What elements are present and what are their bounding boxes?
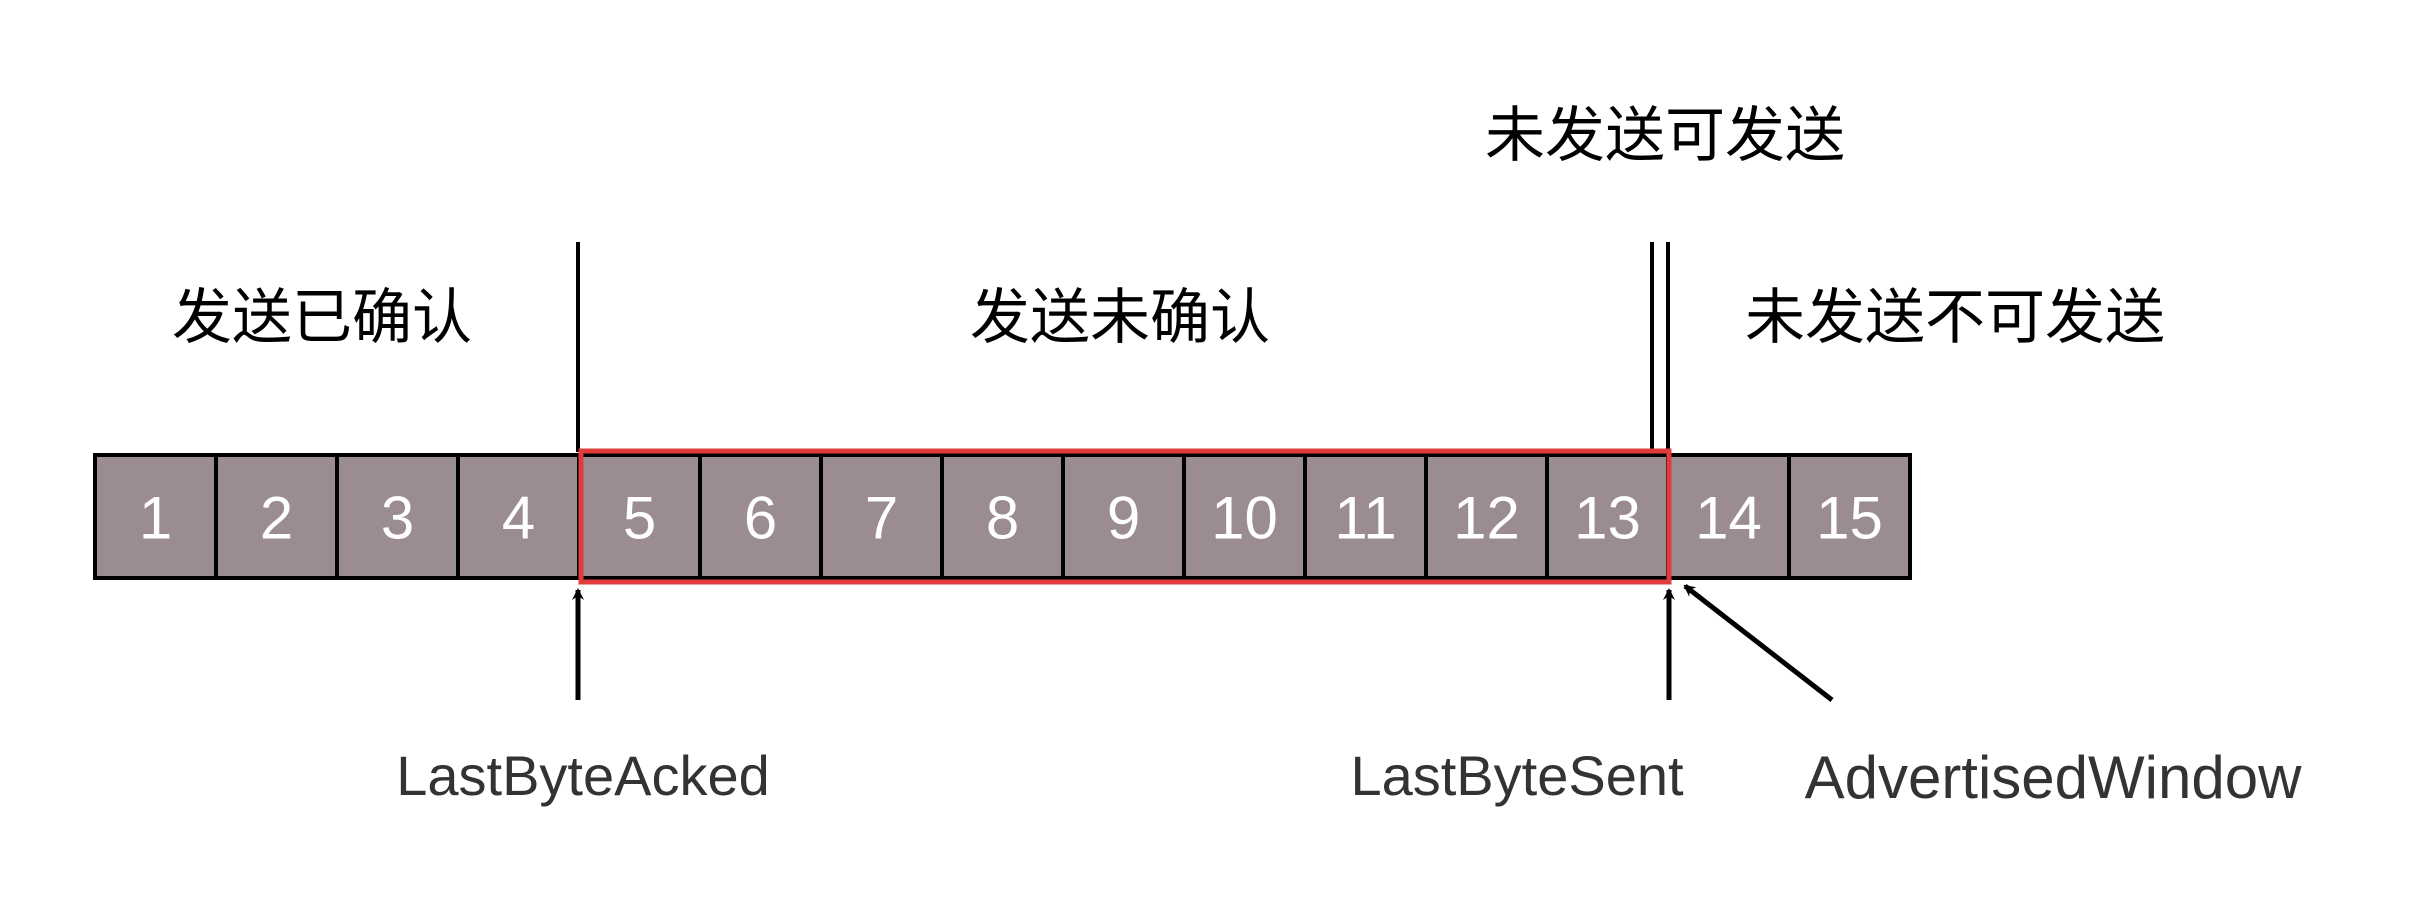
byte-cell-number: 12 <box>1453 485 1520 552</box>
byte-cell-number: 8 <box>986 485 1019 552</box>
byte-cell-number: 3 <box>381 485 414 552</box>
byte-cell <box>940 453 1065 580</box>
byte-cell <box>214 453 339 580</box>
label-advertised-window: AdvertisedWindow <box>1805 744 2303 811</box>
byte-cell <box>1545 453 1670 580</box>
byte-cell-number: 11 <box>1334 485 1396 552</box>
byte-cell-number: 13 <box>1574 485 1641 552</box>
byte-cell-number: 6 <box>744 485 777 552</box>
label-last-byte-acked: LastByteAcked <box>396 744 770 807</box>
byte-cell-number: 2 <box>260 485 293 552</box>
byte-cell <box>1787 453 1912 580</box>
send-window-outline <box>578 448 1672 585</box>
byte-cell <box>335 453 460 580</box>
byte-cell-number: 10 <box>1211 485 1278 552</box>
region-label-sent-acked: 发送已确认 <box>172 283 472 353</box>
byte-cell-number: 15 <box>1816 485 1883 552</box>
byte-cell-number: 14 <box>1695 485 1762 552</box>
byte-cell <box>456 453 581 580</box>
byte-cell <box>698 453 823 580</box>
byte-cell-number: 7 <box>865 485 898 552</box>
region-label-unsent-unsendable: 未发送不可发送 <box>1745 283 2165 353</box>
byte-cell-number: 5 <box>623 485 656 552</box>
byte-cell <box>1424 453 1549 580</box>
byte-cell-number: 1 <box>139 485 172 552</box>
label-last-byte-sent: LastByteSent <box>1350 744 1684 807</box>
byte-cell <box>1061 453 1186 580</box>
region-label-unsent-sendable: 未发送可发送 <box>1485 101 1845 171</box>
byte-cell <box>1666 453 1791 580</box>
arrow-advertised-window <box>1683 584 1834 702</box>
byte-cell <box>93 453 218 580</box>
byte-cell <box>1182 453 1307 580</box>
region-label-sent-unacked: 发送未确认 <box>970 283 1270 353</box>
byte-cell-number: 9 <box>1107 485 1140 552</box>
byte-cell <box>577 453 702 580</box>
byte-cell <box>1303 453 1428 580</box>
byte-cell-number: 4 <box>502 485 535 552</box>
